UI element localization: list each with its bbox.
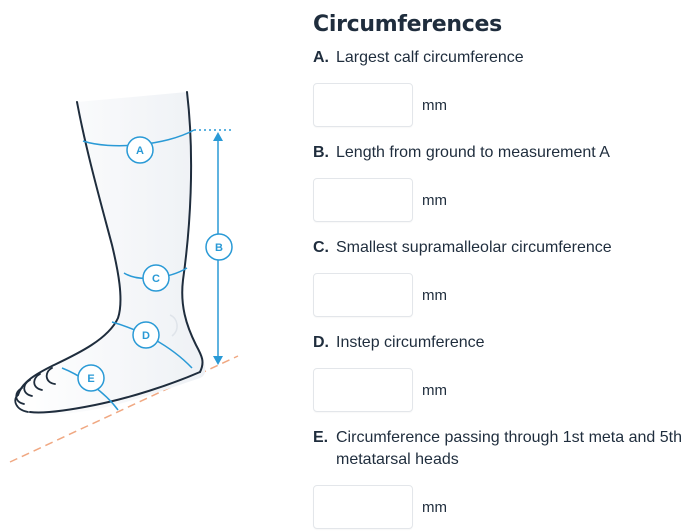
field-e: E. Circumference passing through 1st met…	[313, 427, 683, 529]
marker-e-label: E	[87, 373, 94, 385]
field-a-label: A. Largest calf circumference	[313, 47, 683, 69]
field-c-letter: C.	[313, 239, 329, 256]
leg-measurement-diagram: A B C D E	[9, 91, 239, 463]
arrow-b-top	[213, 132, 223, 141]
unit-label: mm	[422, 498, 447, 516]
field-b-text: Length from ground to measurement A	[336, 144, 610, 161]
field-b-letter: B.	[313, 144, 329, 161]
marker-c-circle	[142, 264, 170, 292]
length-ground-to-a-input[interactable]	[313, 178, 413, 222]
field-c: C. Smallest supramalleolar circumference…	[313, 237, 683, 317]
marker-a-circle	[126, 136, 154, 164]
field-d-letter: D.	[313, 334, 329, 351]
leg-silhouette	[18, 92, 206, 416]
field-d-label: D. Instep circumference	[313, 332, 683, 354]
circumferences-form: Circumferences A. Largest calf circumfer…	[313, 10, 683, 529]
field-a-letter: A.	[313, 49, 329, 66]
section-title: Circumferences	[313, 12, 502, 37]
ankle-shading	[169, 314, 178, 337]
toes-outline	[14, 367, 56, 413]
foot-sole-outline	[29, 371, 201, 414]
field-c-text: Smallest supramalleolar circumference	[336, 239, 612, 256]
metatarsal-heads-circumference-input[interactable]	[313, 485, 413, 529]
field-d-text: Instep circumference	[336, 334, 485, 351]
smallest-supramalleolar-circumference-input[interactable]	[313, 273, 413, 317]
field-e-letter: E.	[313, 429, 329, 446]
unit-label: mm	[422, 286, 447, 304]
leg-back-outline	[181, 91, 204, 373]
instep-circumference-input[interactable]	[313, 368, 413, 412]
field-a: A. Largest calf circumference mm	[313, 47, 683, 127]
marker-b-label: B	[215, 242, 223, 254]
field-b: B. Length from ground to measurement A m…	[313, 142, 683, 222]
field-e-label: E. Circumference passing through 1st met…	[313, 427, 683, 471]
field-a-text: Largest calf circumference	[336, 49, 524, 66]
arrow-b-bottom	[213, 356, 223, 365]
leg-front-outline	[17, 101, 122, 396]
marker-e-circle	[77, 364, 105, 392]
marker-a-label: A	[136, 145, 144, 157]
marker-b-circle	[205, 233, 233, 261]
field-d: D. Instep circumference mm	[313, 332, 683, 412]
unit-label: mm	[422, 191, 447, 209]
field-c-label: C. Smallest supramalleolar circumference	[313, 237, 683, 259]
marker-d-circle	[132, 321, 160, 349]
unit-label: mm	[422, 96, 447, 114]
field-e-text: Circumference passing through 1st meta a…	[336, 429, 682, 468]
largest-calf-circumference-input[interactable]	[313, 83, 413, 127]
marker-c-label: C	[152, 273, 160, 285]
field-b-label: B. Length from ground to measurement A	[313, 142, 683, 164]
marker-d-label: D	[142, 330, 150, 342]
unit-label: mm	[422, 381, 447, 399]
